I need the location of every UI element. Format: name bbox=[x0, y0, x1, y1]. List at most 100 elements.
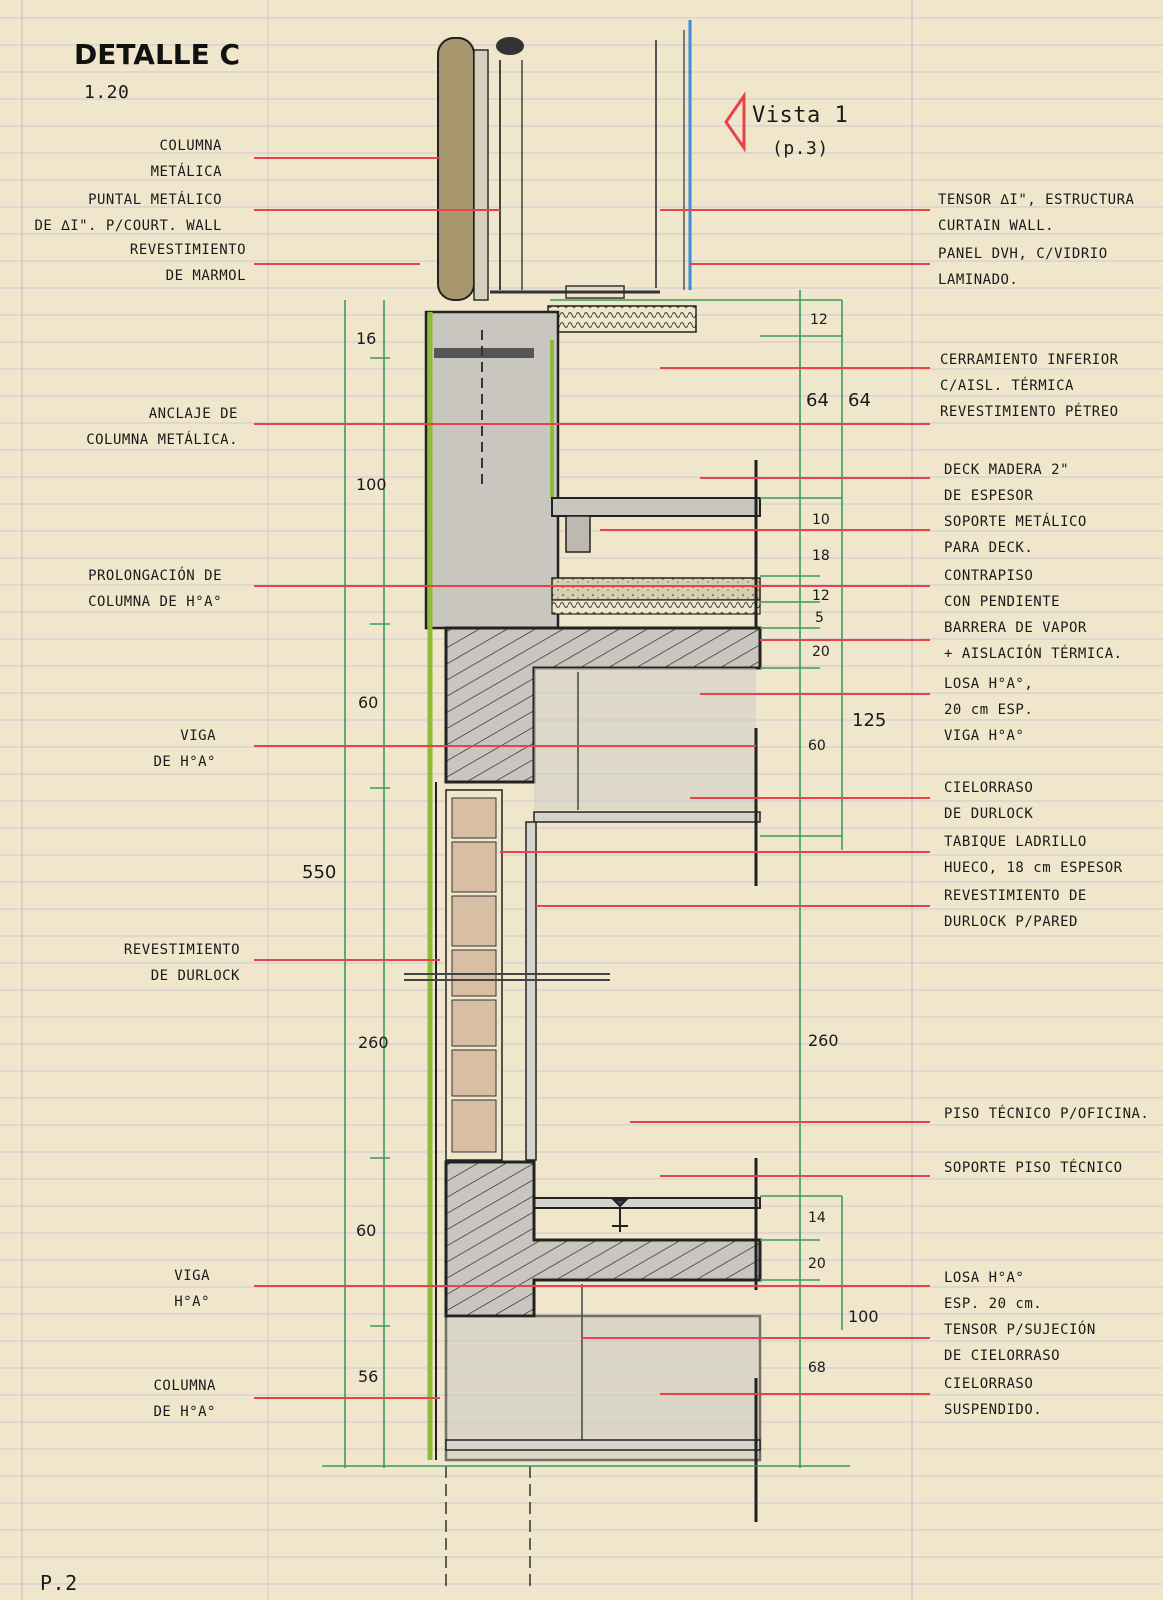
label-cielorraso-durlock-line-1: CIELORRASO bbox=[944, 780, 1033, 796]
dim-12a: 12 bbox=[810, 312, 828, 328]
dim-100: 100 bbox=[356, 475, 387, 494]
dim-64b: 64 bbox=[848, 390, 871, 411]
label-piso-tecnico-line-1: PISO TÉCNICO P/OFICINA. bbox=[944, 1105, 1149, 1122]
drawing-title: DETALLE C bbox=[74, 38, 240, 71]
durlock-lining bbox=[525, 821, 537, 1161]
label-revestimiento-marmol-line-1: REVESTIMIENTO bbox=[130, 242, 246, 258]
dim-10: 10 bbox=[812, 512, 830, 528]
label-columna-ha-line-2: DE H°A° bbox=[153, 1404, 216, 1420]
label-revestimiento-marmol-line-2: DE MARMOL bbox=[166, 268, 246, 284]
label-soporte-metalico-line-2: PARA DECK. bbox=[944, 540, 1033, 556]
label-cerramiento-inferior-line-1: CERRAMIENTO INFERIOR bbox=[940, 352, 1119, 368]
dim-20a: 20 bbox=[812, 644, 830, 660]
label-panel-dvh-line-1: PANEL DVH, C/VIDRIO bbox=[938, 246, 1108, 262]
label-soporte-piso-tecnico-line-1: SOPORTE PISO TÉCNICO bbox=[944, 1159, 1123, 1176]
label-columna-metalica-line-1: COLUMNA bbox=[159, 138, 222, 154]
dim-550: 550 bbox=[302, 862, 336, 883]
view-triangle-icon bbox=[724, 91, 746, 153]
label-cielorraso-durlock-line-2: DE DURLOCK bbox=[944, 806, 1033, 822]
vapor-barrier bbox=[551, 599, 761, 615]
label-deck-madera-line-2: DE ESPESOR bbox=[944, 488, 1033, 504]
dim-64a: 64 bbox=[806, 390, 829, 411]
label-contrapiso-line-1: CONTRAPISO bbox=[944, 568, 1033, 584]
dim-14: 14 bbox=[808, 1210, 826, 1226]
dim-18: 18 bbox=[812, 548, 830, 564]
dim-260a: 260 bbox=[358, 1033, 389, 1052]
column-cap-icon bbox=[496, 37, 524, 55]
leader-lines bbox=[254, 157, 930, 1399]
dim-56: 56 bbox=[358, 1367, 378, 1386]
label-cielorraso-suspendido-line-2: SUSPENDIDO. bbox=[944, 1402, 1042, 1418]
label-losa-ha-1-line-2: 20 cm ESP. bbox=[944, 702, 1033, 718]
label-columna-ha-line-1: COLUMNA bbox=[153, 1378, 216, 1394]
dimension-lines bbox=[322, 290, 850, 1468]
suspended-ceiling bbox=[445, 1439, 761, 1451]
marble-cladding bbox=[473, 49, 489, 301]
label-tabique-ladrillo-line-2: HUECO, 18 cm ESPESOR bbox=[944, 860, 1123, 876]
label-puntal-metalico-line-1: PUNTAL METÁLICO bbox=[88, 191, 222, 208]
label-revestimiento-durlock-pared-line-1: REVESTIMIENTO DE bbox=[944, 888, 1087, 904]
dim-16: 16 bbox=[356, 329, 376, 348]
dim-60a: 60 bbox=[358, 693, 378, 712]
label-viga-ha-2-line-1: VIGA bbox=[174, 1268, 210, 1284]
label-anclaje-columna-line-2: COLUMNA METÁLICA. bbox=[86, 431, 238, 448]
label-viga-ha-1-line-1: VIGA bbox=[180, 728, 216, 744]
label-tensor-line-1: TENSOR ∆I", ESTRUCTURA bbox=[938, 192, 1135, 208]
dim-125: 125 bbox=[852, 710, 886, 731]
label-anclaje-columna-line-1: ANCLAJE DE bbox=[149, 406, 238, 422]
label-tensor-cielorraso-line-2: DE CIELORRASO bbox=[944, 1348, 1060, 1364]
view-label: Vista 1 bbox=[752, 103, 848, 128]
section-drawing bbox=[404, 20, 762, 1590]
label-revestimiento-durlock-pared-line-2: DURLOCK P/PARED bbox=[944, 914, 1078, 930]
dim-60b: 60 bbox=[356, 1221, 376, 1240]
drawing-scale: 1.20 bbox=[84, 82, 129, 103]
label-deck-madera-line-1: DECK MADERA 2" bbox=[944, 462, 1069, 478]
label-prolongacion-columna-line-1: PROLONGACIÓN DE bbox=[88, 566, 222, 584]
column-anchor-plate bbox=[434, 348, 534, 358]
label-revestimiento-durlock-line-1: REVESTIMIENTO bbox=[124, 942, 240, 958]
label-panel-dvh-line-2: LAMINADO. bbox=[938, 272, 1018, 288]
label-losa-ha-1-line-3: VIGA H°A° bbox=[944, 728, 1024, 744]
dim-60c: 60 bbox=[808, 738, 826, 754]
ruled-lines bbox=[0, 17, 1163, 1585]
metallic-column bbox=[437, 37, 475, 301]
label-tensor-line-2: CURTAIN WALL. bbox=[938, 218, 1054, 234]
label-losa-ha-1-line-1: LOSA H°A°, bbox=[944, 676, 1033, 692]
label-barrera-vapor-line-2: + AISLACIÓN TÉRMICA. bbox=[944, 644, 1123, 662]
left-labels: COLUMNA METÁLICA PUNTAL METÁLICO DE ∆I". P/… bbox=[34, 138, 246, 1420]
dim-20b: 20 bbox=[808, 1256, 826, 1272]
concrete-column bbox=[424, 310, 560, 630]
dim-260b: 260 bbox=[808, 1031, 839, 1050]
label-tabique-ladrillo-line-1: TABIQUE LADRILLO bbox=[944, 834, 1087, 850]
view-ref: (p.3) bbox=[772, 138, 829, 159]
durlock-ceiling-1 bbox=[533, 811, 761, 823]
dim-100b: 100 bbox=[848, 1307, 879, 1326]
label-barrera-vapor-line-1: BARRERA DE VAPOR bbox=[944, 620, 1087, 636]
label-losa-ha-2-line-1: LOSA H°A° bbox=[944, 1270, 1024, 1286]
view-marker: Vista 1 (p.3) bbox=[724, 91, 848, 159]
ceiling-zone-2 bbox=[444, 1314, 762, 1462]
dimension-texts: 16 100 60 550 260 60 56 12 64 64 10 18 1… bbox=[302, 312, 886, 1386]
label-cerramiento-inferior-line-3: REVESTIMIENTO PÉTREO bbox=[940, 403, 1119, 420]
right-labels: TENSOR ∆I", ESTRUCTURA CURTAIN WALL. PANEL… bbox=[938, 192, 1149, 1418]
ceiling-zone-1 bbox=[534, 668, 756, 810]
label-losa-ha-2-line-2: ESP. 20 cm. bbox=[944, 1296, 1042, 1312]
wood-deck bbox=[551, 497, 761, 517]
tensor-turnbuckle bbox=[565, 285, 625, 299]
label-viga-ha-2-line-2: H°A° bbox=[174, 1294, 210, 1310]
label-revestimiento-durlock-line-2: DE DURLOCK bbox=[151, 968, 240, 984]
dim-5: 5 bbox=[815, 610, 824, 626]
brick-partition bbox=[445, 789, 503, 1161]
label-cerramiento-inferior-line-2: C/AISL. TÉRMICA bbox=[940, 377, 1074, 394]
technical-floor bbox=[533, 1197, 761, 1209]
label-tensor-cielorraso-line-1: TENSOR P/SUJECIÓN bbox=[944, 1320, 1096, 1338]
screed bbox=[551, 577, 761, 601]
label-viga-ha-1-line-2: DE H°A° bbox=[153, 754, 216, 770]
page-number: P.2 bbox=[40, 1571, 78, 1595]
label-puntal-metalico-line-2: DE ∆I". P/COURT. WALL bbox=[34, 218, 222, 234]
dim-12b: 12 bbox=[812, 588, 830, 604]
label-columna-metalica-line-2: METÁLICA bbox=[151, 163, 223, 180]
technical-floor-support-icon bbox=[611, 1199, 629, 1232]
deck-support bbox=[565, 515, 591, 553]
